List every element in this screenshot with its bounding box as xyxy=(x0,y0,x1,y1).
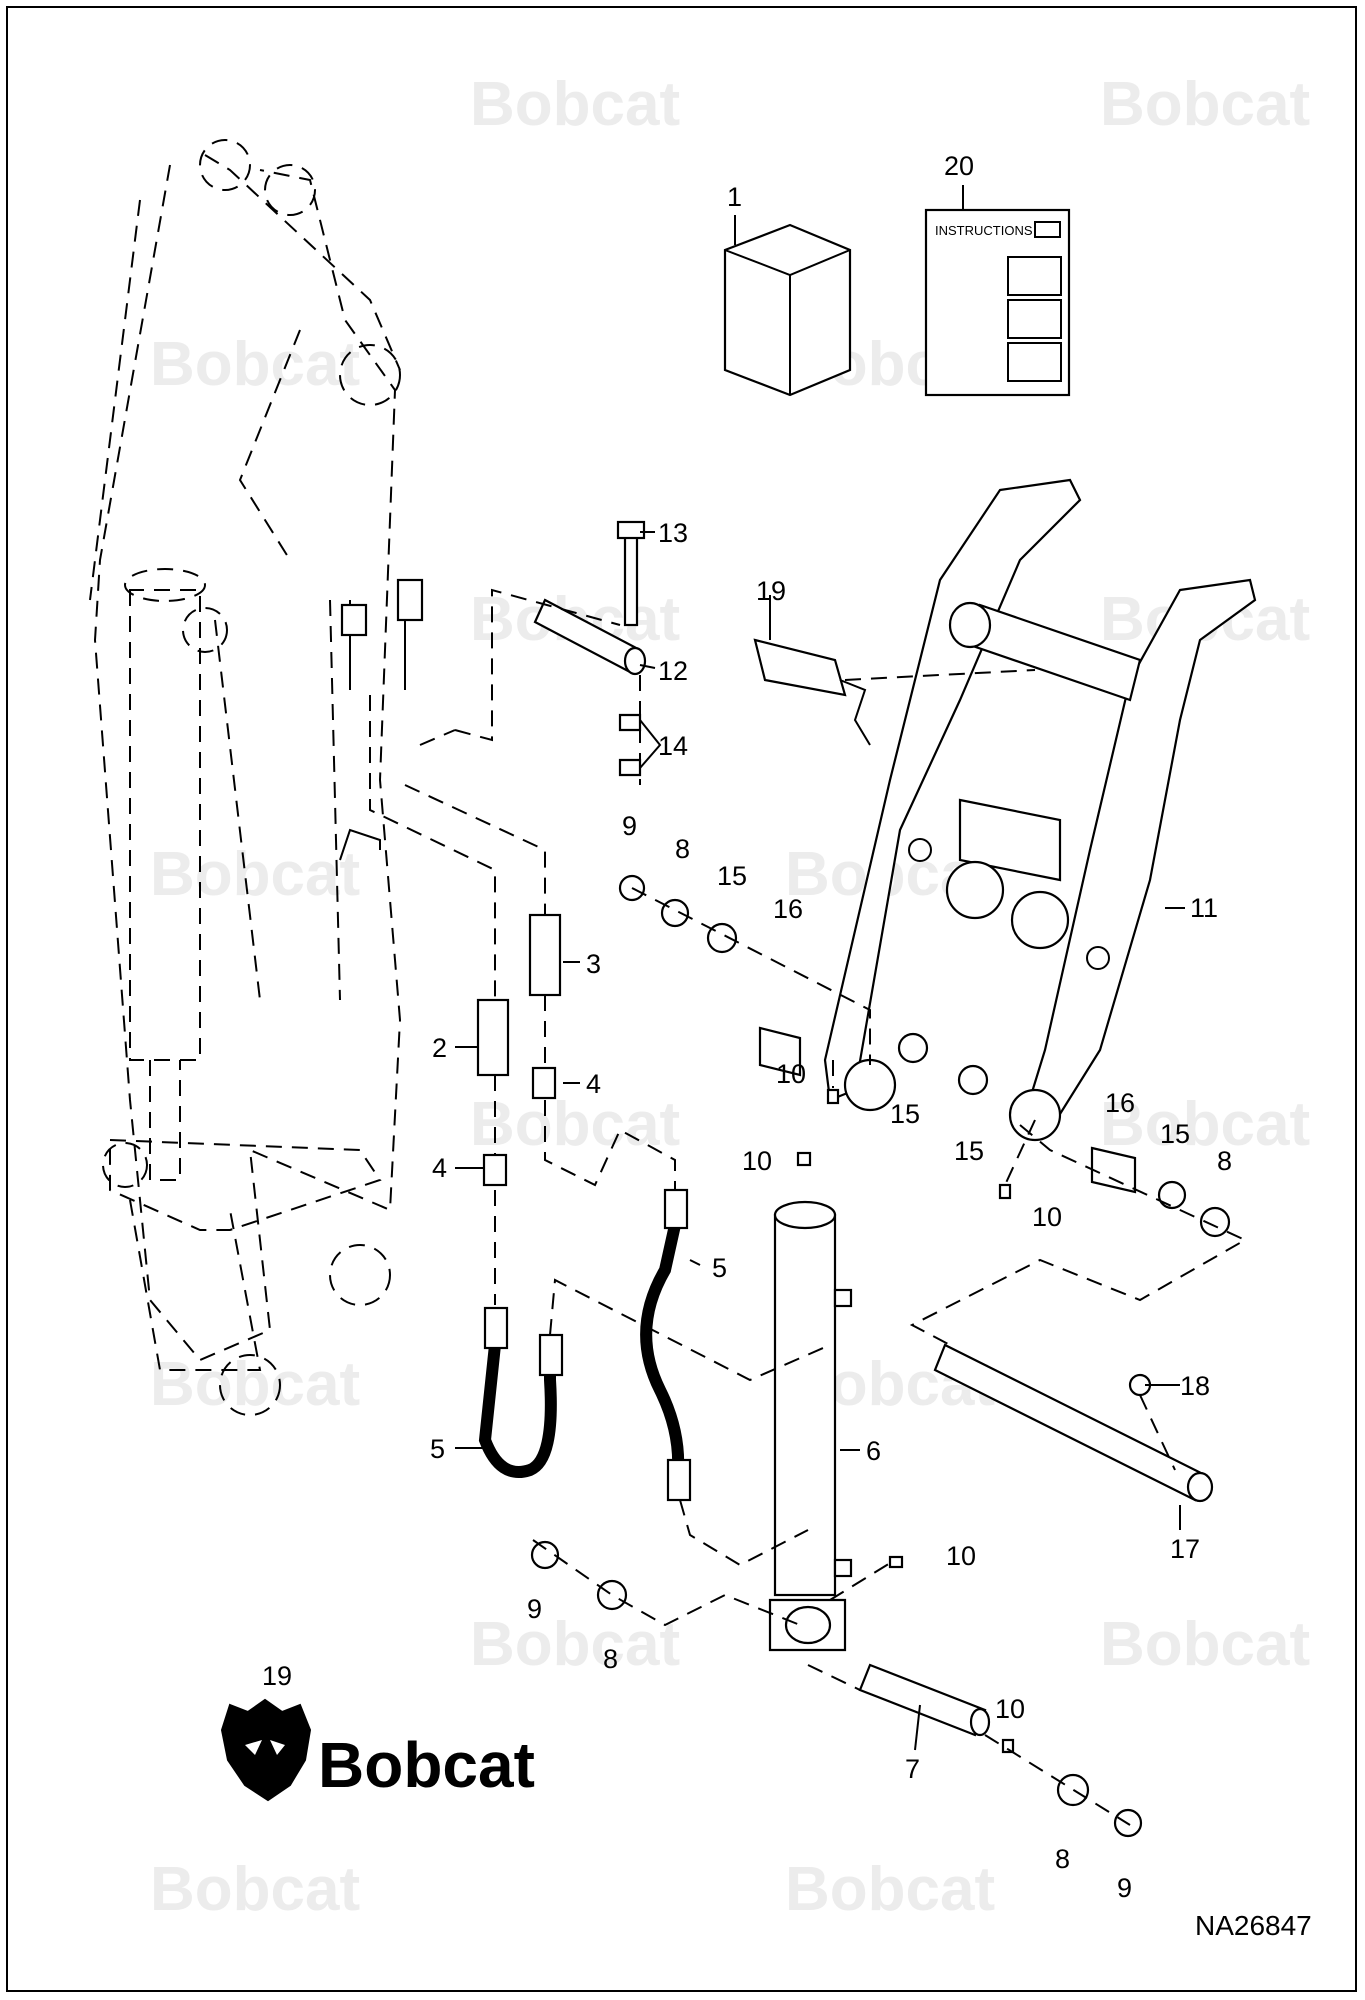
callout-17: 17 xyxy=(1170,1534,1200,1564)
callout-3: 3 xyxy=(586,949,601,979)
watermark: Bobcat xyxy=(150,1855,360,1924)
kit-box xyxy=(723,223,852,397)
callout-11: 11 xyxy=(1190,893,1218,923)
callout-10: 10 xyxy=(995,1694,1025,1724)
callout-18: 18 xyxy=(1180,1371,1210,1401)
callout-9: 9 xyxy=(527,1594,542,1624)
watermark: Bobcat xyxy=(470,1610,680,1679)
callout-10: 10 xyxy=(776,1059,806,1089)
callout-7: 7 xyxy=(905,1754,920,1784)
callout-15: 15 xyxy=(890,1099,920,1129)
pin-bolt-set xyxy=(533,520,647,777)
watermark: Bobcat xyxy=(150,1350,360,1419)
watermark: Bobcat xyxy=(150,840,360,909)
watermark: Bobcat xyxy=(1100,1610,1310,1679)
callout-1: 1 xyxy=(727,182,742,212)
callout-12: 12 xyxy=(658,656,688,686)
watermark: Bobcat xyxy=(470,70,680,139)
instructions-title: INSTRUCTIONS xyxy=(935,223,1033,238)
watermark: Bobcat xyxy=(785,1855,995,1924)
callout-14: 14 xyxy=(658,731,688,761)
callout-19: 19 xyxy=(756,576,786,606)
diagram-frame xyxy=(6,6,1357,1992)
excavator-arm-outline xyxy=(89,139,424,1416)
callout-5: 5 xyxy=(712,1253,727,1283)
bobcat-logo: Bobcat xyxy=(220,1698,535,1802)
callout-10: 10 xyxy=(742,1146,772,1176)
callout-8: 8 xyxy=(1055,1844,1070,1874)
callout-5: 5 xyxy=(430,1434,445,1464)
callout-19: 19 xyxy=(262,1661,292,1691)
callout-15: 15 xyxy=(1160,1119,1190,1149)
callout-16: 16 xyxy=(1105,1088,1135,1118)
callout-4: 4 xyxy=(586,1069,601,1099)
watermark: Bobcat xyxy=(470,1090,680,1159)
couplers xyxy=(476,913,562,1187)
instructions-sheet: INSTRUCTIONS xyxy=(924,208,1071,397)
drawing-number: NA26847 xyxy=(1195,1910,1312,1941)
callout-8: 8 xyxy=(603,1644,618,1674)
assembly-lines xyxy=(369,588,1248,1826)
callout-9: 9 xyxy=(1117,1873,1132,1903)
callout-10: 10 xyxy=(946,1541,976,1571)
callout-labels: 1 20 13 19 12 14 9 8 15 16 11 3 2 10 4 1… xyxy=(262,151,1232,1903)
callout-4: 4 xyxy=(432,1153,447,1183)
callout-6: 6 xyxy=(866,1436,881,1466)
main-pin xyxy=(933,1343,1214,1503)
leader-lines xyxy=(455,185,1185,1751)
callout-20: 20 xyxy=(944,151,974,181)
thumb-assembly xyxy=(823,478,1257,1142)
callout-16: 16 xyxy=(773,894,803,924)
grease-fittings xyxy=(826,1088,1015,1754)
callout-15: 15 xyxy=(954,1136,984,1166)
decal-roll xyxy=(753,638,871,746)
callout-2: 2 xyxy=(432,1033,447,1063)
callout-10: 10 xyxy=(1032,1202,1062,1232)
watermark: Bobcat xyxy=(1100,1090,1310,1159)
bobcat-head-icon xyxy=(220,1698,312,1802)
bobcat-logo-text: Bobcat xyxy=(318,1729,535,1801)
watermark: Bobcat xyxy=(1100,70,1310,139)
callout-13: 13 xyxy=(658,518,688,548)
callout-8: 8 xyxy=(1217,1146,1232,1176)
hoses xyxy=(478,1188,692,1502)
callout-15: 15 xyxy=(717,861,747,891)
callout-9: 9 xyxy=(622,811,637,841)
callout-8: 8 xyxy=(675,834,690,864)
cylinder-pin xyxy=(858,1663,991,1737)
watermark: Bobcat xyxy=(150,330,360,399)
